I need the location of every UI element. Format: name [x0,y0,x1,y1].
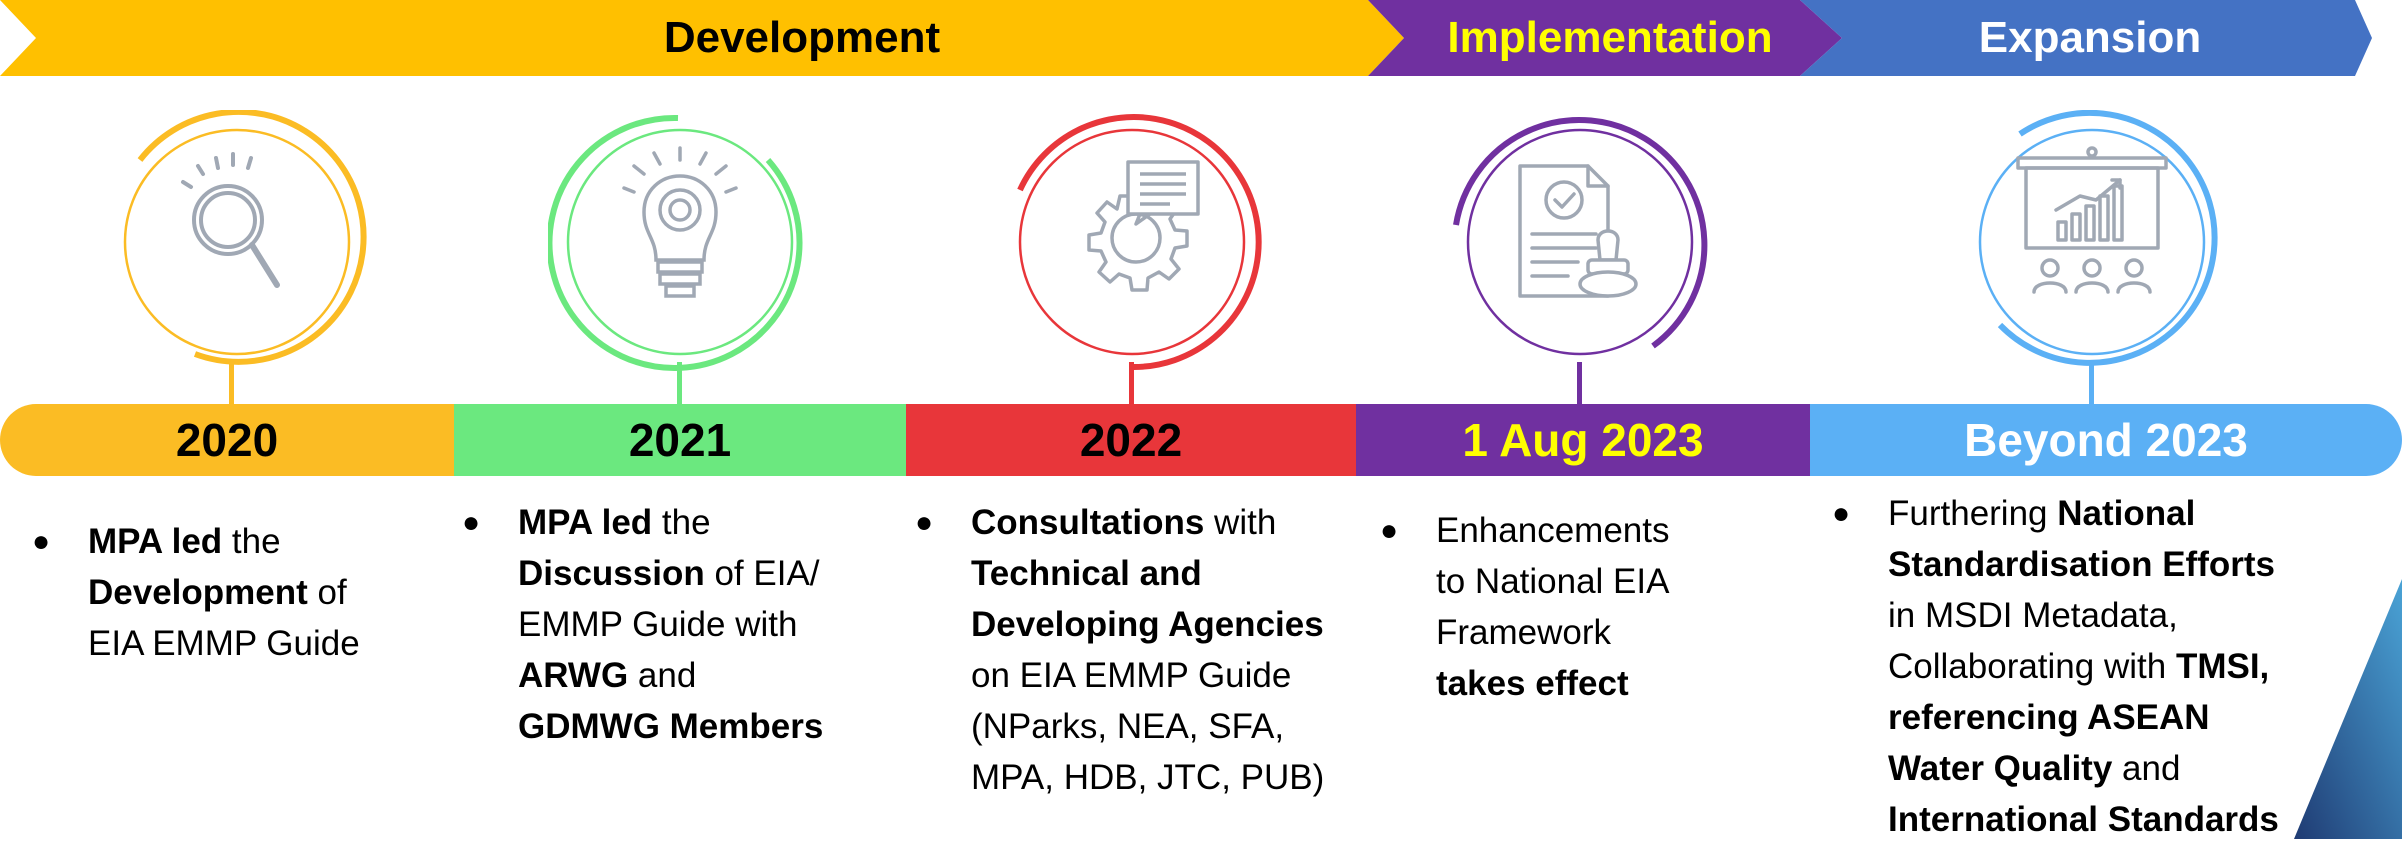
bullet: ● [462,506,481,539]
magnifier-icon [181,152,280,288]
text: of [307,573,347,612]
stem-2020 [229,362,234,406]
bold-text: Developing Agencies [971,605,1324,644]
bullet: ● [915,506,934,539]
text: to National EIA [1436,562,1670,601]
bullet: ● [1380,514,1399,547]
text: Furthering [1888,494,2058,533]
description-line: EMMP Guide with [518,599,823,650]
milestone-icon-beyond-2023 [1978,110,2218,366]
bold-text: Development [88,573,308,612]
corner-decoration [2294,579,2402,839]
description-line: Standardisation Efforts [1888,539,2279,590]
milestone-icon-2020 [123,110,367,365]
bold-text: Standardisation Efforts [1888,545,2275,584]
lightbulb-icon [622,146,738,298]
phase-arrows-banner [0,0,2372,76]
phase-arrow-development [0,0,1404,76]
description-line: Developing Agencies [971,599,1324,650]
text: on EIA EMMP Guide [971,656,1292,695]
bold-text: GDMWG Members [518,707,824,746]
description-line: MPA led the [518,497,823,548]
text: Collaborating with [1888,647,2176,686]
phase-arrow-implementation [1368,0,1842,76]
text: and [628,656,697,695]
text: in MSDI Metadata, [1888,596,2178,635]
text: the [652,503,711,542]
text: Framework [1436,613,1612,652]
year-bar-2020: 2020 [0,404,454,476]
stem-beyond-2023 [2089,362,2094,406]
phase-label-development: Development [663,13,941,62]
description-line: (NParks, NEA, SFA, [971,701,1324,752]
description-line: to National EIA [1436,556,1669,607]
description-line: in MSDI Metadata, [1888,590,2279,641]
milestone-icon-2023 [1453,116,1708,356]
presentation-board-icon [2016,146,2168,294]
milestone-icon-2021 [548,114,803,371]
bold-text: MPA led [518,503,653,542]
description-line: MPA led the [88,516,360,567]
description-line: Technical and [971,548,1324,599]
description-line: Framework [1436,607,1669,658]
bullet: ● [1832,497,1851,530]
stem-2023 [1577,362,1582,406]
bold-text: Technical and [971,554,1202,593]
description-line: referencing ASEAN [1888,692,2279,743]
bold-text: ARWG [518,656,629,695]
year-bar-2022: 2022 [906,404,1356,476]
text: Enhancements [1436,511,1670,550]
description-line: MPA, HDB, JTC, PUB) [971,752,1324,803]
description-text: Enhancements to National EIA Framework take… [1436,505,1669,709]
description-line: takes effect [1436,658,1669,709]
description-line: GDMWG Members [518,701,823,752]
gear-document-icon [1087,160,1200,292]
description-line: Water Quality and [1888,743,2279,794]
year-bar-beyond-2023: Beyond 2023 [1810,404,2402,476]
description-line: International Standards [1888,794,2279,845]
description-line: Consultations with [971,497,1324,548]
description-line: ARWG and [518,650,823,701]
description-line: EIA EMMP Guide [88,618,360,669]
text: with [1204,503,1277,542]
stem-2022 [1129,362,1134,406]
description-line: Enhancements [1436,505,1669,556]
year-bar-2021: 2021 [454,404,906,476]
text: the [222,522,281,561]
bold-text: MPA led [88,522,223,561]
text: EIA EMMP Guide [88,624,360,663]
stem-2021 [677,362,682,406]
bold-text: International Standards [1888,800,2279,839]
text: and [2112,749,2181,788]
description-line: on EIA EMMP Guide [971,650,1324,701]
phase-arrow-expansion [1800,0,2372,76]
bold-text: Discussion [518,554,705,593]
bold-text: referencing ASEAN [1888,698,2210,737]
bold-text: takes effect [1436,664,1629,703]
text: EMMP Guide with [518,605,798,644]
bullet: ● [32,525,51,558]
phase-label-implementation: Implementation [1447,13,1773,62]
phase-label-expansion: Expansion [1978,13,2202,62]
description-line: Development of [88,567,360,618]
description-line: Discussion of EIA/ [518,548,823,599]
text: of EIA/ [704,554,820,593]
bold-text: National [2057,494,2196,533]
description-line: Furthering National [1888,488,2279,539]
bold-text: Consultations [971,503,1205,542]
milestone-icon-2022 [1017,114,1262,371]
description-line: Collaborating with TMSI, [1888,641,2279,692]
bold-text: Water Quality [1888,749,2113,788]
text: MPA, HDB, JTC, PUB) [971,758,1325,797]
approved-document-stamp-icon [1518,164,1638,298]
bold-text: TMSI, [2175,647,2270,686]
text: (NParks, NEA, SFA, [971,707,1285,746]
year-bar-2023: 1 Aug 2023 [1356,404,1810,476]
